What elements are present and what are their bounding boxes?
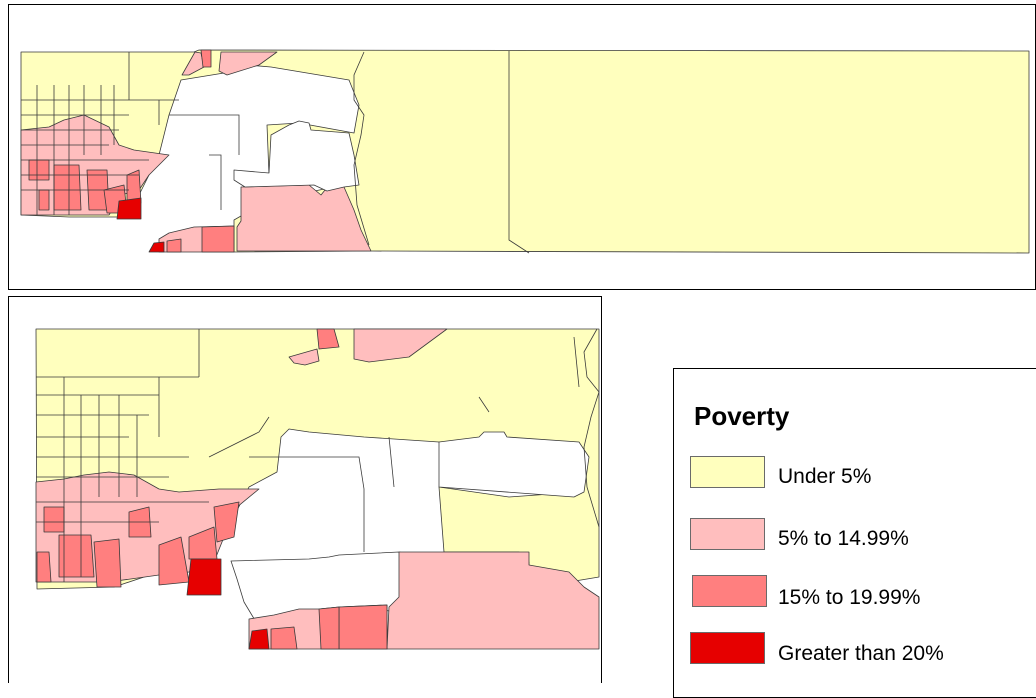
tract-salmon-core-8 bbox=[36, 551, 52, 583]
road-lines-overview bbox=[21, 51, 530, 254]
tract-pink-east bbox=[236, 184, 372, 252]
river-detail bbox=[583, 328, 600, 528]
tract-salmon-south-strip-3 bbox=[270, 626, 298, 650]
white-area-east-detail bbox=[438, 431, 590, 498]
tract-pink-north-1 bbox=[181, 51, 205, 76]
tract-salmon-core-3 bbox=[43, 506, 65, 533]
overview-map bbox=[20, 49, 1030, 254]
legend-swatch-15-to-20 bbox=[692, 575, 767, 607]
white-area-center bbox=[233, 120, 360, 192]
legend-swatch-5-to-15 bbox=[690, 518, 765, 550]
tract-red-south-1 bbox=[148, 241, 165, 253]
tract-salmon-city-1 bbox=[53, 164, 82, 211]
legend-swatch-under-5 bbox=[690, 456, 765, 488]
tract-salmon-south-2 bbox=[166, 238, 182, 253]
legend-label-over-20: Greater than 20% bbox=[778, 642, 944, 665]
detail-map bbox=[35, 328, 600, 650]
legend-title: Poverty bbox=[694, 401, 790, 431]
river-overview bbox=[353, 51, 370, 246]
tract-salmon-core-2 bbox=[93, 538, 122, 588]
tract-pink-north-2 bbox=[218, 51, 278, 76]
tract-red-core bbox=[186, 558, 222, 596]
tract-yellow-base bbox=[20, 49, 1030, 254]
tract-salmon-north-detail bbox=[316, 328, 340, 350]
road-lines-detail bbox=[36, 329, 580, 582]
tract-salmon-north bbox=[200, 49, 212, 68]
legend-label-5-to-15: 5% to 14.99% bbox=[778, 527, 909, 550]
tract-red-south-strip bbox=[248, 628, 270, 650]
tract-salmon-south-strip-2 bbox=[318, 606, 340, 650]
tract-salmon-city-4 bbox=[28, 159, 50, 181]
detail-map-frame[interactable] bbox=[8, 296, 602, 683]
tract-salmon-core-1 bbox=[58, 534, 95, 578]
legend: Poverty Under 5% 5% to 14.99% 15% to 19.… bbox=[673, 368, 1036, 698]
tract-pink-southeast-detail bbox=[386, 551, 600, 650]
legend-label-15-to-20: 15% to 19.99% bbox=[778, 586, 921, 609]
tract-salmon-south-strip-1 bbox=[338, 604, 388, 650]
tract-salmon-city-6 bbox=[38, 189, 50, 211]
legend-swatch-over-20 bbox=[690, 632, 765, 664]
tract-pink-north-detail-2 bbox=[353, 328, 448, 363]
tract-pink-north-detail-1 bbox=[288, 348, 320, 366]
tract-red-city bbox=[116, 197, 142, 220]
overview-map-frame[interactable] bbox=[8, 4, 1036, 290]
tract-salmon-south bbox=[201, 225, 235, 253]
legend-label-under-5: Under 5% bbox=[778, 465, 872, 488]
tract-salmon-core-6 bbox=[213, 501, 240, 543]
